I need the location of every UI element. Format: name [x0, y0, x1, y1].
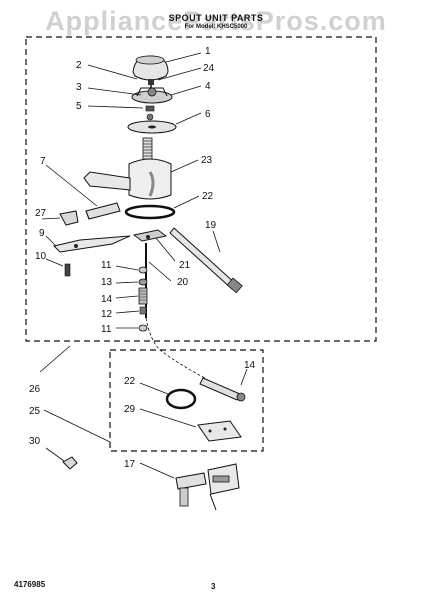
elbow-part-27 — [59, 210, 79, 226]
callout-labels: 1 2 24 3 4 5 6 7 23 22 27 9 19 10 21 20 … — [29, 46, 256, 470]
callout-17: 17 — [124, 459, 136, 470]
nut-part-30 — [62, 456, 78, 470]
spout-body-part — [83, 158, 172, 200]
callout-11: 11 — [101, 260, 112, 271]
callout-19: 19 — [205, 220, 217, 231]
sprayer-tube-part — [169, 227, 243, 294]
base-plate-part-6 — [127, 120, 177, 134]
nut-part-3 — [145, 105, 155, 112]
mounting-hardware-part-17 — [175, 463, 240, 511]
callout-23: 23 — [201, 155, 213, 166]
callout-14: 14 — [244, 360, 256, 371]
screw-part-10 — [64, 263, 71, 277]
leader-lines — [39, 52, 248, 479]
callout-21: 21 — [179, 260, 191, 271]
callout-2: 2 — [76, 60, 82, 71]
callout-5: 5 — [76, 101, 82, 112]
main-assembly-box — [25, 36, 377, 342]
page-number: 3 — [211, 582, 216, 591]
lever-part-9 — [53, 235, 131, 253]
callout-14: 14 — [101, 294, 113, 305]
diagram-title: SPOUT UNIT PARTS — [168, 13, 264, 23]
callout-3: 3 — [76, 82, 82, 93]
callout-26: 26 — [29, 384, 41, 395]
callout-30: 30 — [29, 436, 41, 447]
watermark: AppliancePartsPros.com — [45, 6, 387, 36]
callout-4: 4 — [205, 81, 211, 92]
valve-stack — [138, 266, 148, 332]
diagram-subtitle: For Model: KHSC5000 — [184, 24, 248, 30]
callout-29: 29 — [124, 404, 136, 415]
installation-kit-box — [109, 349, 264, 452]
callout-7: 7 — [40, 156, 46, 167]
callout-13: 13 — [101, 277, 113, 288]
callout-24: 24 — [203, 63, 215, 74]
callout-22: 22 — [124, 376, 136, 387]
callout-1: 1 — [205, 46, 211, 57]
cap-part — [132, 55, 169, 81]
callout-11: 11 — [101, 324, 112, 335]
hose-coupling-part-7 — [85, 202, 121, 220]
retainer-part — [131, 87, 173, 104]
pipe-part-14 — [199, 377, 246, 402]
callout-20: 20 — [177, 277, 189, 288]
hose-line — [145, 317, 206, 379]
part-number: 4176985 — [14, 580, 46, 589]
callout-22: 22 — [202, 191, 214, 202]
plate-part-29 — [197, 420, 242, 442]
o-ring-part-22-kit — [165, 388, 197, 410]
washer-part-5 — [146, 113, 154, 121]
callout-25: 25 — [29, 406, 41, 417]
callout-6: 6 — [205, 109, 211, 120]
callout-10: 10 — [35, 251, 47, 262]
callout-27: 27 — [35, 208, 47, 219]
bracket-part-21 — [132, 229, 168, 242]
o-ring-part-22 — [124, 204, 176, 220]
callout-12: 12 — [101, 309, 113, 320]
callout-9: 9 — [39, 228, 45, 239]
